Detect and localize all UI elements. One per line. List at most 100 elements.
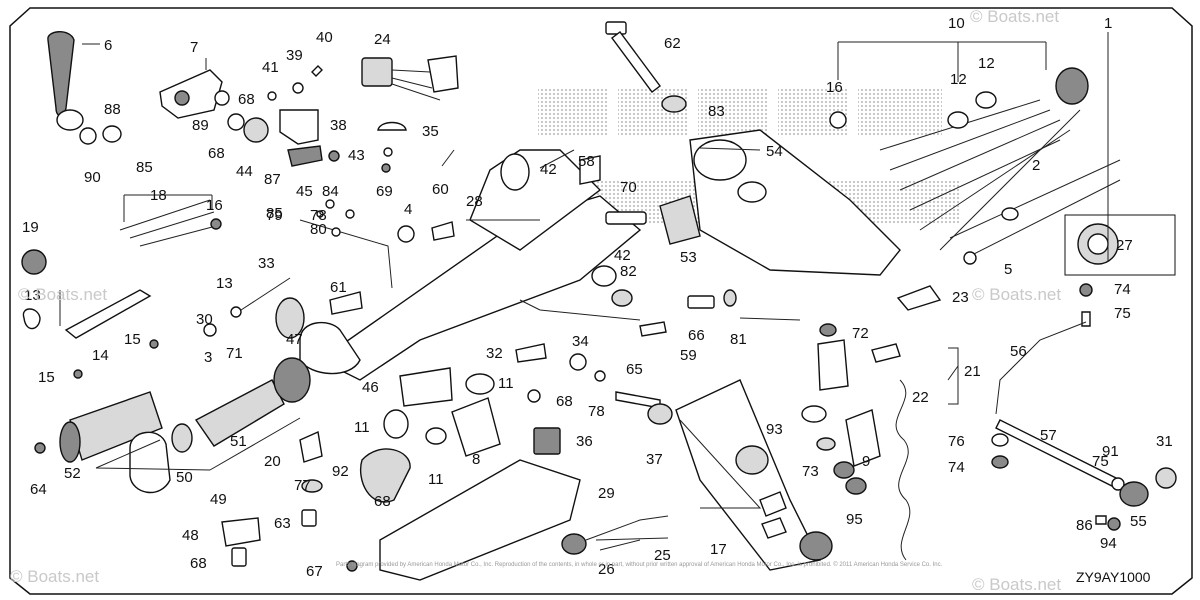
callout: 27: [1116, 237, 1133, 254]
watermark-text: © Boats.net: [970, 7, 1059, 26]
callout: 81: [730, 331, 747, 348]
callout: 56: [1010, 343, 1027, 360]
callout: 52: [64, 465, 81, 482]
callout: 65: [626, 361, 643, 378]
callout: 78: [310, 207, 327, 224]
watermark-text: © Boats.net: [972, 285, 1061, 304]
callout: 12: [950, 71, 967, 88]
callout: 42: [540, 161, 557, 178]
copyright-text: Parts diagram provided by American Honda…: [336, 561, 943, 568]
callout: 19: [22, 219, 39, 236]
callout: 54: [766, 143, 783, 160]
callout: 42: [614, 247, 631, 264]
callout: 20: [264, 453, 281, 470]
callout: 35: [422, 123, 439, 140]
callout: 9: [862, 453, 870, 470]
callout: 87: [264, 171, 281, 188]
callout: 23: [952, 289, 969, 306]
callout: 75: [1092, 453, 1109, 470]
callout: 28: [466, 193, 483, 210]
diagram-code: ZY9AY1000: [1076, 569, 1151, 585]
callout: 85: [266, 205, 283, 222]
callout: 33: [258, 255, 275, 272]
callout: 5: [1004, 261, 1012, 278]
callout: 89: [192, 117, 209, 134]
leader-lines: [59, 32, 1109, 551]
connector-detail-box: [1064, 214, 1176, 276]
callout: 29: [598, 485, 615, 502]
callout: 88: [104, 101, 121, 118]
callout: 85: [136, 159, 153, 176]
callout: 11: [498, 375, 514, 392]
callout: 84: [322, 183, 339, 200]
callout: 94: [1100, 535, 1117, 552]
callout: 24: [374, 31, 391, 48]
callout: 91: [1102, 443, 1119, 460]
callout: 92: [332, 463, 349, 480]
callout: 7: [190, 39, 198, 56]
callout: 43: [348, 147, 365, 164]
callout: 15: [38, 369, 55, 386]
callout: 12: [978, 55, 995, 72]
watermark-group: © Boats.net © Boats.net © Boats.net © Bo…: [10, 7, 1061, 594]
callout: 17: [710, 541, 727, 558]
callout: 45: [296, 183, 313, 200]
callout: 57: [1040, 427, 1057, 444]
callout: 77: [294, 477, 311, 494]
callout: 59: [680, 347, 697, 364]
callout: 18: [150, 187, 167, 204]
callout: 95: [846, 511, 863, 528]
callout: 68: [556, 393, 573, 410]
callout: 14: [92, 347, 109, 364]
callout: 36: [576, 433, 593, 450]
callout: 75: [1114, 305, 1131, 322]
watermark-text: © Boats.net: [972, 575, 1061, 594]
watermark-text: © Boats.net: [18, 285, 107, 304]
callout: 2: [1032, 157, 1040, 174]
callout: 30: [196, 311, 213, 328]
callout: 21: [964, 363, 981, 380]
callout: 63: [274, 515, 291, 532]
callout: 66: [688, 327, 705, 344]
callout: 22: [912, 389, 929, 406]
callout: 68: [374, 493, 391, 510]
callout: 64: [30, 481, 47, 498]
callout: 26: [598, 561, 615, 578]
callout: 40: [316, 29, 333, 46]
callout: 82: [620, 263, 637, 280]
callout: 25: [654, 547, 671, 564]
callout: 93: [766, 421, 783, 438]
callout: 46: [362, 379, 379, 396]
callout: 60: [432, 181, 449, 198]
callout: 8: [472, 451, 480, 468]
callout: 31: [1156, 433, 1173, 450]
callout: 51: [230, 433, 247, 450]
callout: 1: [1104, 15, 1112, 32]
callout: 15: [124, 331, 141, 348]
callout: 68: [208, 145, 225, 162]
callout: 41: [262, 59, 279, 76]
callout: 74: [1114, 281, 1131, 298]
callout: 67: [306, 563, 323, 580]
callout: 76: [948, 433, 965, 450]
callout: 78: [588, 403, 605, 420]
callout: 86: [1076, 517, 1093, 534]
callout: 55: [1130, 513, 1147, 530]
callout: 39: [286, 47, 303, 64]
callout: 70: [620, 179, 637, 196]
callout: 73: [802, 463, 819, 480]
callout: 74: [948, 459, 965, 476]
callout: 50: [176, 469, 193, 486]
callout: 68: [190, 555, 207, 572]
callout: 79: [266, 207, 283, 224]
callout: 10: [948, 15, 965, 32]
callout: 72: [852, 325, 869, 342]
callout: 71: [226, 345, 243, 362]
parts-artwork: [21, 21, 1177, 581]
callout: 11: [354, 419, 370, 436]
callout: 6: [104, 37, 112, 54]
callout: 16: [826, 79, 843, 96]
callout: 62: [664, 35, 681, 52]
callout: 61: [330, 279, 347, 296]
